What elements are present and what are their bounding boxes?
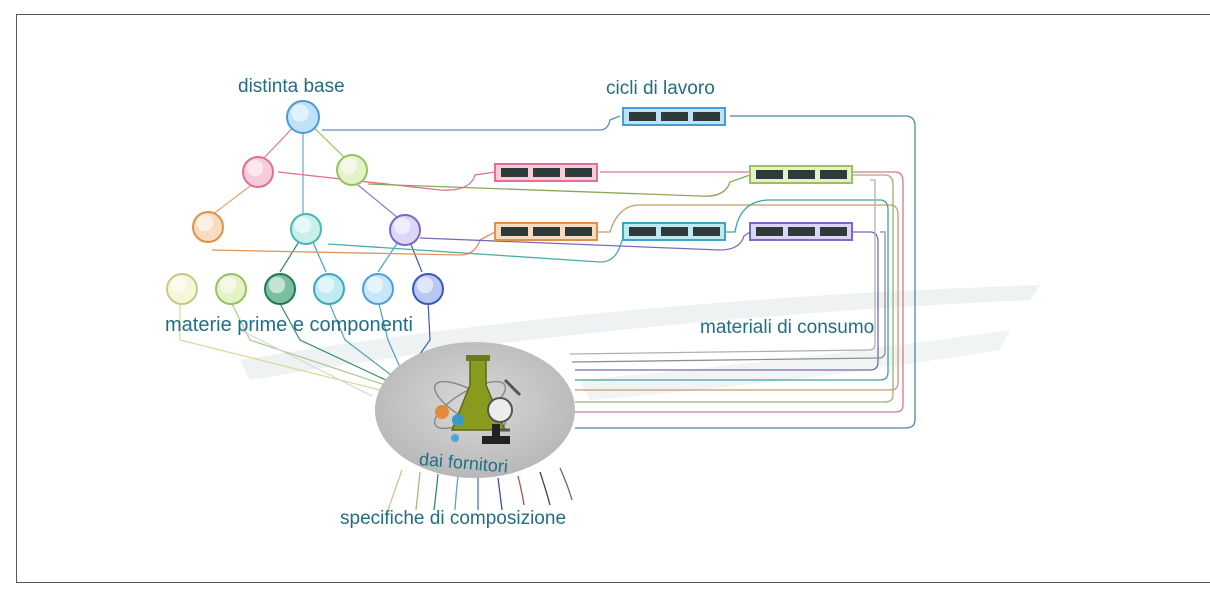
connector-gray-hub bbox=[571, 231, 886, 363]
consumables-label: materiali di consumo bbox=[700, 317, 875, 338]
raw-material-node-sky-blue bbox=[362, 273, 394, 305]
connector-greenbar-hub bbox=[575, 174, 894, 403]
work-cycle-bar-turquoise bbox=[622, 222, 726, 241]
connector-root-cycle bbox=[322, 115, 621, 131]
spec-line bbox=[387, 469, 403, 511]
raw-material-node-light-green bbox=[215, 273, 247, 305]
raw-line bbox=[179, 300, 381, 391]
spec-line bbox=[559, 467, 573, 501]
bar-group bbox=[494, 107, 853, 241]
spec-line bbox=[539, 471, 551, 506]
raw-material-node-royal-blue bbox=[412, 273, 444, 305]
work-cycles-label: cicli di lavoro bbox=[606, 78, 715, 99]
work-cycle-bar-purple bbox=[749, 222, 853, 241]
spec-line bbox=[497, 477, 503, 511]
bom-node-light-green bbox=[336, 154, 368, 186]
background-shade bbox=[240, 285, 1040, 380]
work-cycle-bar-blue bbox=[622, 107, 726, 126]
connector-orangebar-hub bbox=[575, 204, 899, 391]
raw-material-node-pale-yellow bbox=[166, 273, 198, 305]
bom-node-blue bbox=[286, 100, 320, 134]
edge-teal-darkgreen bbox=[279, 239, 301, 273]
raw-material-lines bbox=[179, 299, 431, 397]
edge-teal-turquoise bbox=[311, 239, 327, 273]
bom-label: distinta base bbox=[238, 76, 345, 97]
edge-purple-royalblue bbox=[409, 241, 423, 273]
connector-cycle-hub bbox=[575, 115, 916, 429]
raw-line bbox=[239, 329, 373, 397]
connector-lines bbox=[211, 115, 916, 429]
spec-line bbox=[415, 471, 421, 511]
edge-purple-skyblue bbox=[377, 241, 399, 273]
spec-line bbox=[433, 473, 439, 511]
spec-line bbox=[517, 475, 525, 506]
bom-node-pink bbox=[242, 156, 274, 188]
bom-node-teal bbox=[290, 213, 322, 245]
bom-node-orange bbox=[192, 211, 224, 243]
raw-line bbox=[377, 299, 403, 373]
spec-line bbox=[454, 475, 459, 511]
connector-orange-bar bbox=[211, 231, 496, 256]
connector-gray2-hub bbox=[569, 179, 876, 355]
connector-pinkbar-hub bbox=[575, 171, 904, 413]
connector-purple-bar bbox=[419, 231, 751, 251]
connector-tealbar-hub bbox=[575, 199, 889, 381]
raw-material-node-turquoise bbox=[313, 273, 345, 305]
connector-purplebar-hub bbox=[575, 231, 879, 371]
edge-lightgreen-purple bbox=[351, 179, 399, 219]
work-cycle-bar-pink bbox=[494, 163, 598, 182]
raw-line bbox=[229, 299, 386, 386]
composition-specs-label: specifiche di composizione bbox=[340, 508, 567, 529]
microscope-flask-icon bbox=[433, 355, 522, 444]
bom-node-purple bbox=[389, 214, 421, 246]
work-cycle-bar-light-green bbox=[749, 165, 853, 184]
raw-material-node-dark-green bbox=[264, 273, 296, 305]
raw-materials-label: materie prime e componenti bbox=[165, 314, 413, 336]
supplier-hub bbox=[375, 342, 575, 478]
work-cycle-bar-orange bbox=[494, 222, 598, 241]
raw-line bbox=[277, 299, 391, 383]
raw-line bbox=[327, 299, 396, 379]
spec-lines bbox=[387, 467, 573, 511]
node-group bbox=[166, 100, 444, 305]
connector-lightgreen-bar bbox=[367, 174, 751, 197]
